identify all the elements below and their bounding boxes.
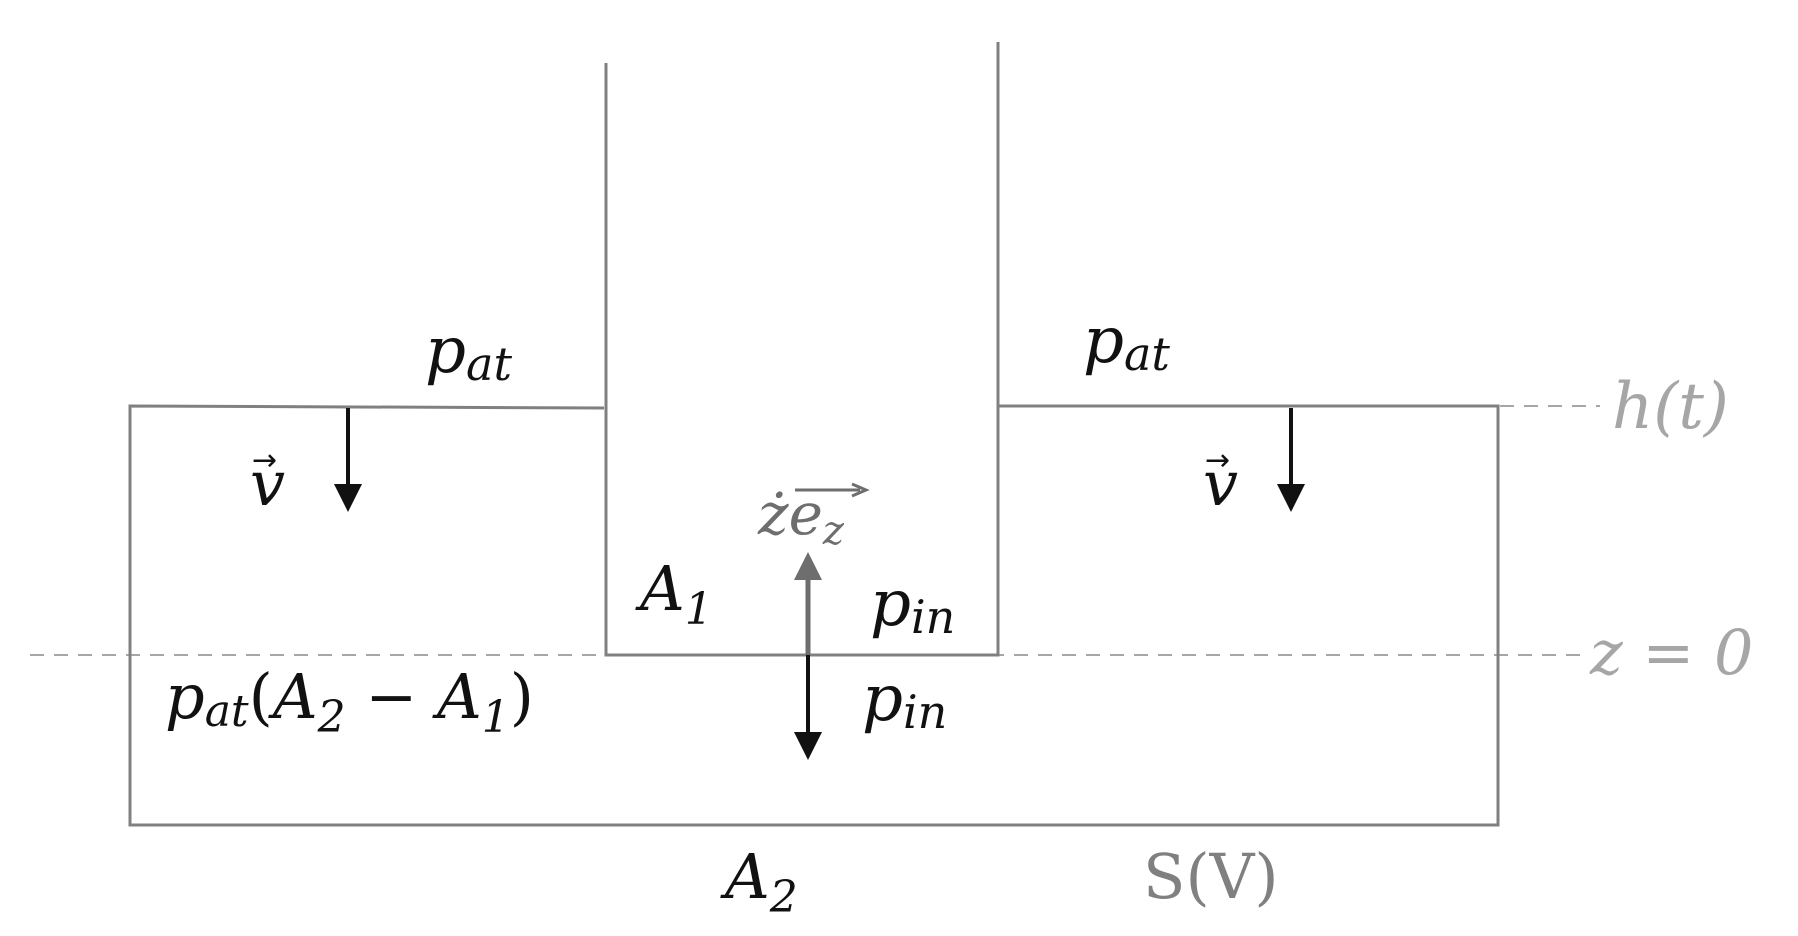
svg-text:v: v [1203, 447, 1238, 520]
svg-text:v: v [250, 447, 285, 520]
pressure-force-label: pat(A2 − A1) [165, 660, 534, 743]
p-at-label-right: pat [1083, 304, 1170, 381]
pressure-down-arrowhead [794, 732, 822, 760]
a1-label: A1 [635, 552, 713, 635]
a2-label: A2 [720, 840, 798, 923]
p-in-label-upper: pin [870, 567, 955, 644]
outer-tank-left-wall [128, 404, 1500, 827]
inner-tube-walls [604, 42, 1000, 657]
z-zero-label: z = 0 [1589, 616, 1753, 689]
tube-velocity-up-arrowhead [794, 552, 822, 580]
p-at-label-left: pat [425, 314, 512, 391]
velocity-label-left: v → [250, 443, 285, 520]
svg-text:→: → [1205, 443, 1230, 478]
s-v-label: S(V) [1143, 840, 1279, 913]
svg-text:→: → [252, 443, 277, 478]
p-in-label-lower: pin [862, 662, 947, 739]
velocity-arrowhead-left [334, 484, 362, 512]
velocity-label-right: v → [1203, 443, 1238, 520]
z-dot-e-z-label: żez [757, 480, 870, 554]
h-t-label: h(t) [1612, 370, 1729, 444]
velocity-arrowhead-right [1277, 484, 1305, 512]
